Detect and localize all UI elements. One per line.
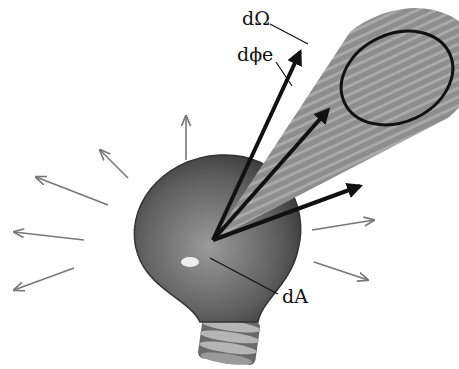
flux-label: dϕe	[237, 44, 273, 65]
flux-arrows	[213, 52, 360, 240]
highlight	[181, 257, 199, 267]
solid-angle-cone	[213, 8, 459, 240]
cone-rim	[326, 14, 459, 143]
solid-angle-label: dΩ	[242, 8, 270, 29]
leader-lines	[210, 24, 308, 294]
area-label: dA	[282, 286, 308, 307]
